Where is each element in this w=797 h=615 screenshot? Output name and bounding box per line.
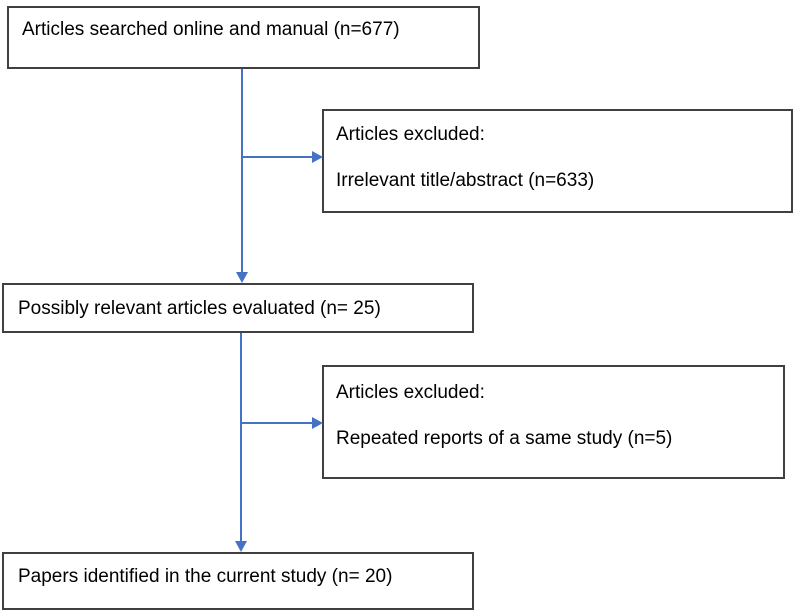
box-articles-evaluated-label: Possibly relevant articles evaluated (n=… <box>18 297 381 319</box>
box-papers-identified-label: Papers identified in the current study (… <box>18 566 393 587</box>
box-papers-identified: Papers identified in the current study (… <box>2 552 474 610</box>
excluded-repeated-reason: Repeated reports of a same study (n=5) <box>336 428 673 449</box>
box-articles-searched: Articles searched online and manual (n=6… <box>7 6 480 69</box>
arrow-heads <box>235 151 323 552</box>
box-excluded-title-abstract: Articles excluded: Irrelevant title/abst… <box>322 109 793 213</box>
excluded-repeated-heading: Articles excluded: <box>336 382 485 403</box>
excluded-title-abstract-heading: Articles excluded: <box>336 124 485 145</box>
box-excluded-repeated: Articles excluded: Repeated reports of a… <box>322 365 785 479</box>
excluded-title-abstract-reason: Irrelevant title/abstract (n=633) <box>336 170 595 191</box>
arrowhead-down-to-identified-icon <box>235 541 247 552</box>
box-articles-searched-label: Articles searched online and manual (n=6… <box>22 19 400 40</box>
arrowhead-down-to-evaluated-icon <box>236 272 248 283</box>
box-articles-evaluated: Possibly relevant articles evaluated (n=… <box>2 283 474 333</box>
